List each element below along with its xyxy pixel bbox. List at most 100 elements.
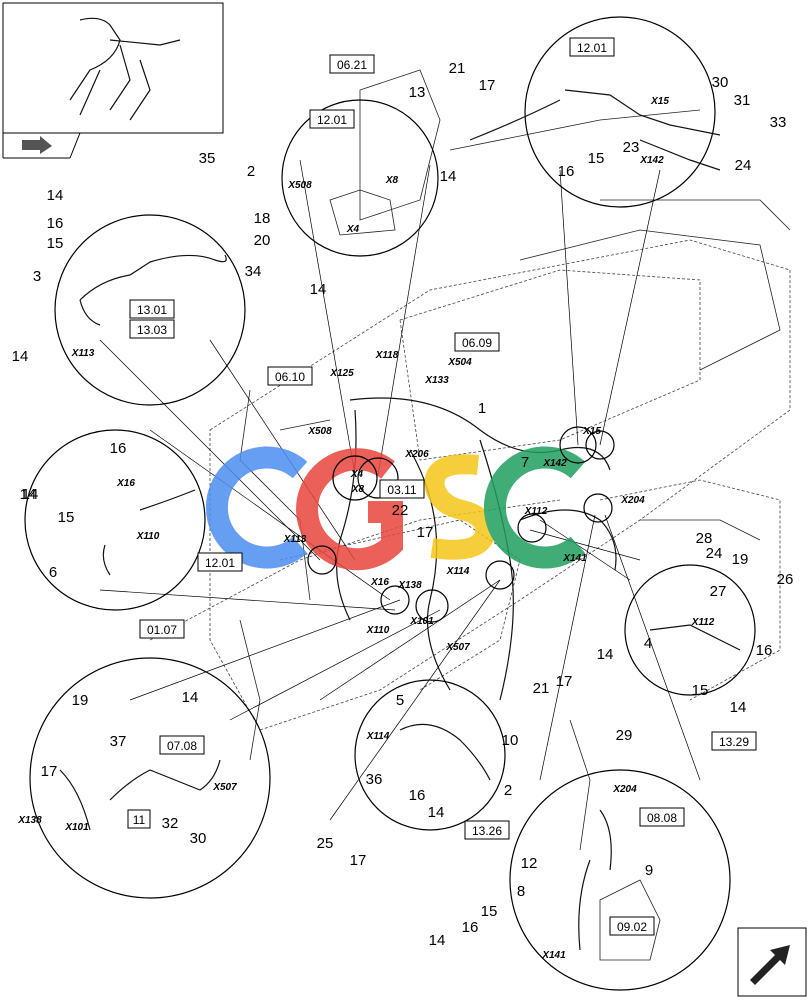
part-number-label: 14 xyxy=(730,699,747,716)
part-number-label: 16 xyxy=(462,919,479,936)
part-number-label: 16 xyxy=(756,642,773,659)
part-number-label: 1 xyxy=(478,400,486,417)
connector-label: X504 xyxy=(447,357,472,368)
connector-label: X8 xyxy=(351,484,365,495)
connector-label: X204 xyxy=(612,784,637,795)
ref-box[interactable] xyxy=(267,366,313,386)
ref-box[interactable] xyxy=(127,809,151,829)
part-number-label: 14 xyxy=(182,689,199,706)
part-number-label: 20 xyxy=(254,232,271,249)
connector-label: X110 xyxy=(136,531,160,542)
connector-label: X113 xyxy=(71,348,95,359)
ref-box[interactable] xyxy=(379,479,425,499)
connector-label: X16 xyxy=(116,478,135,489)
part-number-label: 2 xyxy=(247,163,255,180)
part-number-label: 2 xyxy=(504,782,512,799)
part-number-label: 14 xyxy=(20,486,37,503)
part-number-label: 30 xyxy=(190,830,207,847)
part-number-label: 17 xyxy=(417,524,434,541)
part-number-label: 15 xyxy=(481,903,498,920)
ref-box-label: 13.26 xyxy=(472,824,502,838)
part-number-label: 24 xyxy=(735,157,752,174)
watermark xyxy=(206,446,586,571)
ref-box-label: 07.08 xyxy=(167,739,197,753)
connector-label: X4 xyxy=(350,469,364,480)
part-number-label: 14 xyxy=(429,932,446,949)
ref-box[interactable] xyxy=(609,916,655,936)
connector-label: X8 xyxy=(385,175,399,186)
part-number-label: 16 xyxy=(47,215,64,232)
part-number-label: 6 xyxy=(49,564,57,581)
part-number-label: 15 xyxy=(58,509,75,526)
part-number-labels: 1335218203414141615314211714303133232415… xyxy=(12,60,794,949)
part-number-label: 33 xyxy=(770,114,787,131)
part-number-label: 31 xyxy=(734,92,751,109)
ref-box[interactable] xyxy=(464,820,510,840)
connector-label: X114 xyxy=(446,566,470,577)
ref-box[interactable] xyxy=(309,109,355,129)
ref-box[interactable] xyxy=(454,332,500,352)
part-number-label: 19 xyxy=(732,551,749,568)
connector-label: X138 xyxy=(397,580,422,591)
connector-label: X142 xyxy=(639,155,664,166)
ref-box[interactable] xyxy=(569,37,615,57)
ref-box-label: 13.01 xyxy=(137,303,167,317)
thumbnail-panel xyxy=(2,2,224,159)
part-number-label: 17 xyxy=(556,673,573,690)
part-number-label: 14 xyxy=(428,804,445,821)
part-number-label: 17 xyxy=(41,763,58,780)
part-number-label: 3 xyxy=(33,268,41,285)
ref-box[interactable] xyxy=(159,735,205,755)
part-number-label: 15 xyxy=(47,235,64,252)
part-number-label: 21 xyxy=(449,60,466,77)
ref-box[interactable] xyxy=(711,731,757,751)
ref-box-label: 06.10 xyxy=(275,370,305,384)
connector-label: X15 xyxy=(650,96,669,107)
reference-boxes: 06.2112.0112.0113.0113.0306.1006.0903.11… xyxy=(127,37,757,936)
part-number-label: 17 xyxy=(479,77,496,94)
connector-label: X112 xyxy=(524,506,548,517)
part-number-label: 14 xyxy=(310,281,327,298)
ref-box[interactable] xyxy=(197,552,243,572)
connector-label: X110 xyxy=(366,625,390,636)
part-number-label: 9 xyxy=(645,862,653,879)
part-number-label: 19 xyxy=(72,692,89,709)
nav-arrow-icon[interactable] xyxy=(22,136,52,154)
corner-arrow-icon xyxy=(750,945,790,985)
ref-box[interactable] xyxy=(639,807,685,827)
ref-box[interactable] xyxy=(329,54,375,74)
part-number-label: 24 xyxy=(706,545,723,562)
ref-box-label: 01.07 xyxy=(147,623,177,637)
ref-box-label: 06.21 xyxy=(337,58,367,72)
connector-label: X206 xyxy=(404,449,429,460)
detail-sketches xyxy=(59,89,741,961)
ref-box[interactable] xyxy=(139,619,185,639)
connector-label: X141 xyxy=(541,950,566,961)
part-number-label: 13 xyxy=(409,84,426,101)
ref-box-label: 06.09 xyxy=(462,336,492,350)
connector-label: X101 xyxy=(64,822,89,833)
part-number-label: 14 xyxy=(47,187,64,204)
ref-box-label: 08.08 xyxy=(647,811,677,825)
part-number-label: 21 xyxy=(533,680,550,697)
ref-box[interactable] xyxy=(129,319,175,339)
connector-label: X142 xyxy=(542,458,567,469)
corner-nav-box[interactable] xyxy=(737,927,807,997)
connector-label: X113 xyxy=(283,534,307,545)
ref-box[interactable] xyxy=(129,299,175,319)
part-number-label: 32 xyxy=(162,815,179,832)
part-number-label: 16 xyxy=(110,440,127,457)
part-number-label: 5 xyxy=(396,692,404,709)
ref-box-label: 09.02 xyxy=(617,920,647,934)
connector-label: X507 xyxy=(445,642,470,653)
part-number-label: 17 xyxy=(350,852,367,869)
connector-label: X118 xyxy=(375,350,399,361)
connector-label: X101 xyxy=(409,616,434,627)
part-number-label: 37 xyxy=(110,733,127,750)
part-number-label: 23 xyxy=(623,139,640,156)
ref-box-label: 12.01 xyxy=(317,113,347,127)
connector-label: X507 xyxy=(212,782,237,793)
ref-box-label: 11 xyxy=(133,813,146,827)
ref-box-label: 12.01 xyxy=(577,41,607,55)
connector-label: X138 xyxy=(17,815,42,826)
